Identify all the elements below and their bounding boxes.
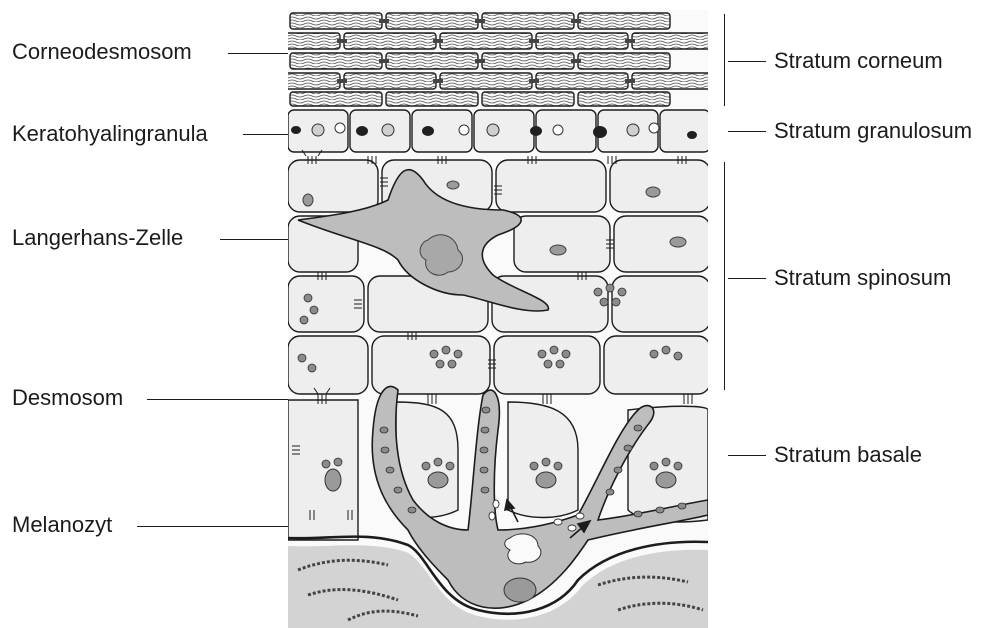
melanocyte-nucleus xyxy=(505,534,541,564)
stratum-spinosum-cells xyxy=(288,160,708,394)
label-stratum-corneum: Stratum corneum xyxy=(774,49,943,73)
label-stratum-basale: Stratum basale xyxy=(774,443,922,467)
label-corneodesmosom: Corneodesmosom xyxy=(12,40,192,64)
label-langerhans-zelle: Langerhans-Zelle xyxy=(12,226,183,250)
stratum-corneum-cells xyxy=(288,13,708,106)
label-melanozyt: Melanozyt xyxy=(12,513,112,537)
label-keratohyalingranula: Keratohyalingranula xyxy=(12,122,208,146)
leader-corneum xyxy=(728,61,766,62)
bracket-spinosum xyxy=(724,162,725,390)
melanocyte-body-nucleus xyxy=(504,578,536,602)
leader-basale xyxy=(728,455,766,456)
label-desmosom: Desmosom xyxy=(12,386,123,410)
label-stratum-granulosum: Stratum granulosum xyxy=(774,119,972,143)
leader-spinosum xyxy=(728,278,766,279)
label-stratum-spinosum: Stratum spinosum xyxy=(774,266,951,290)
leader-granulosum xyxy=(728,131,766,132)
epidermis-illustration xyxy=(288,10,708,628)
bracket-corneum xyxy=(724,14,725,106)
